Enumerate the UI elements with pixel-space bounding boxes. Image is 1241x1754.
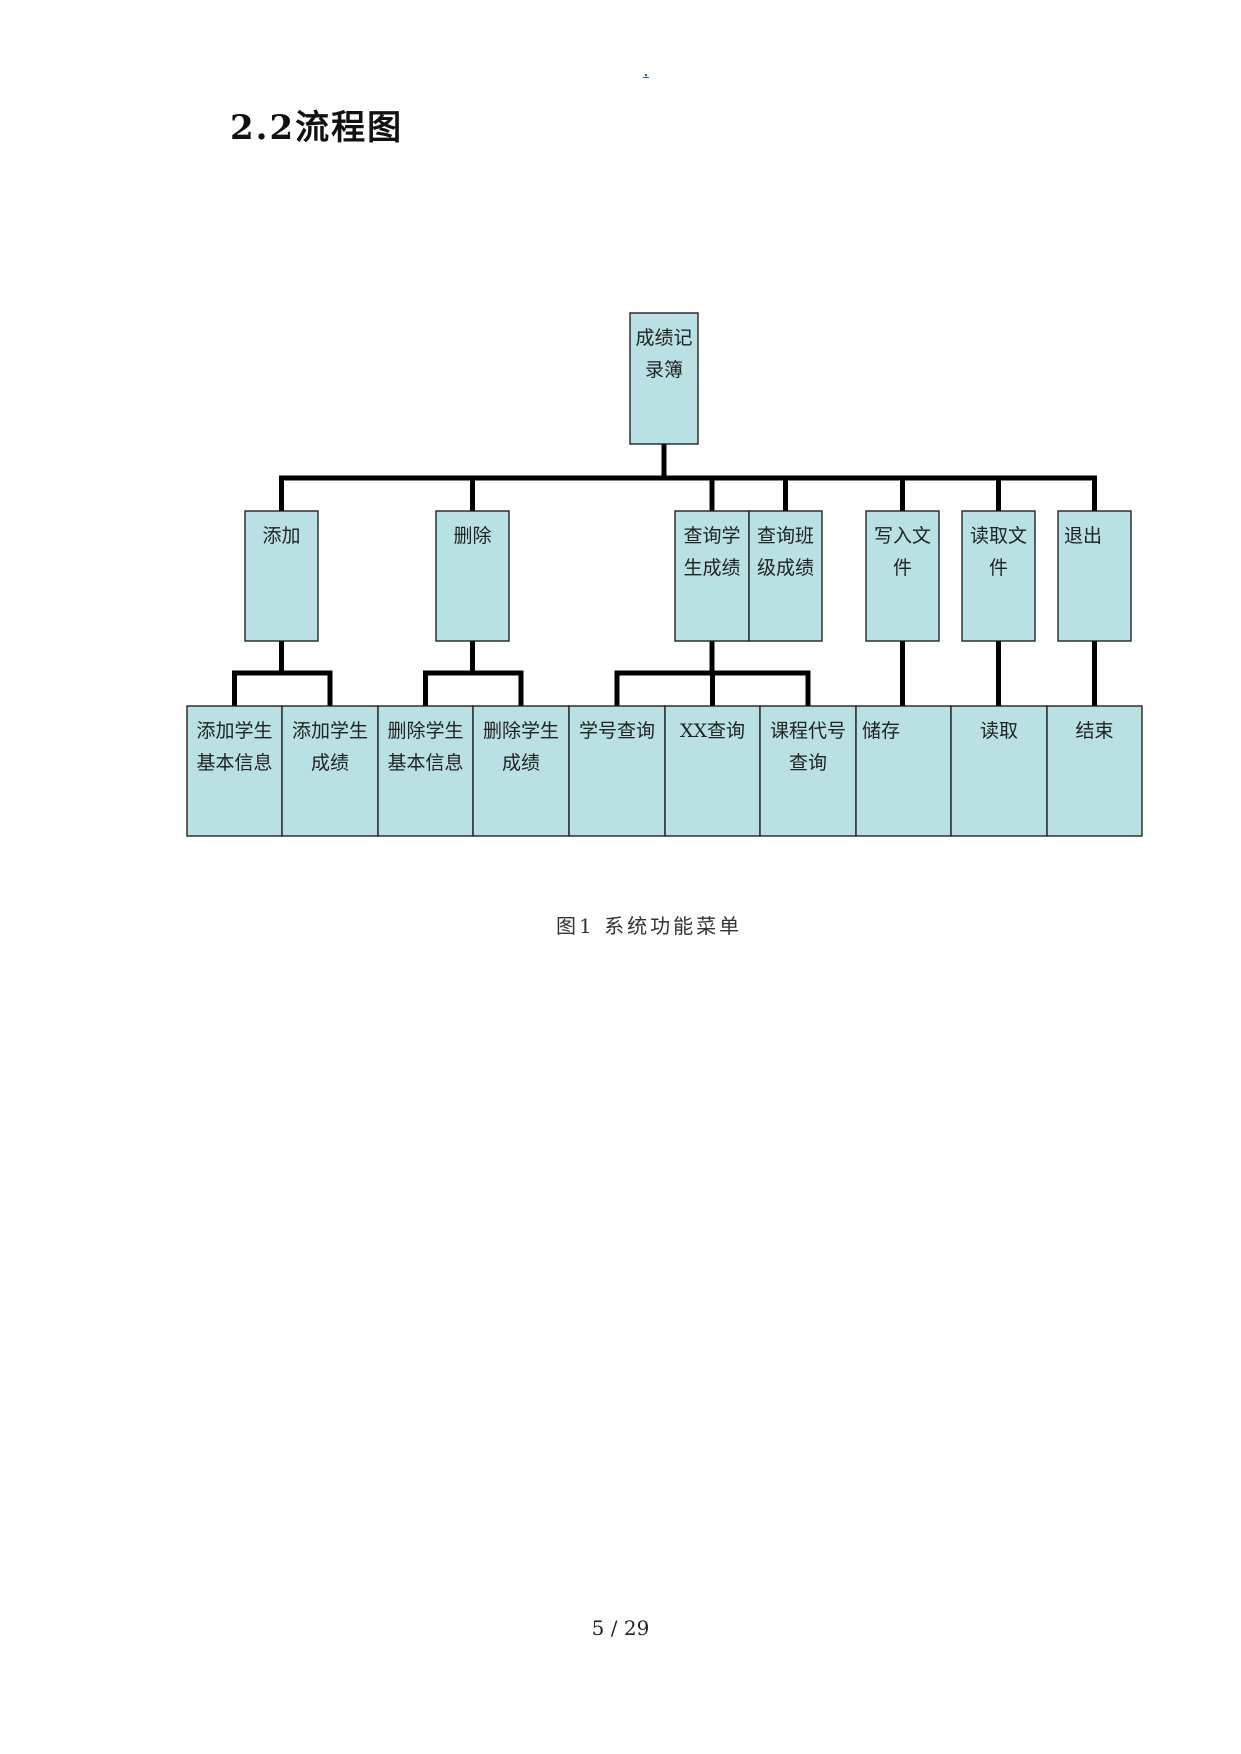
node-label-root: 成绩记 (635, 327, 692, 349)
node-box-exit (1057, 510, 1132, 642)
node-box-add (244, 510, 319, 642)
node-box-q2 (664, 705, 761, 837)
node-box-q3 (759, 705, 857, 837)
figure-caption: 图1 系统功能菜单 (556, 914, 743, 938)
page-top-mark: . (643, 60, 649, 81)
node-label-q3: 查询 (789, 752, 827, 774)
node-box-del (435, 510, 510, 642)
node-label-del: 删除 (453, 525, 491, 547)
node-box-del1 (377, 705, 474, 837)
node-label-q1: 学号查询 (579, 720, 655, 742)
connector-add-branch (232, 670, 333, 709)
node-box-q1 (568, 705, 666, 837)
node-box-add1 (186, 705, 283, 837)
node-box-qstu (674, 510, 750, 642)
node-label-qcls: 级成绩 (757, 557, 814, 579)
node-label-del2: 删除学生 (483, 720, 559, 742)
node-label-add1: 添加学生 (196, 720, 272, 742)
node-box-add2 (281, 705, 379, 837)
node-label-q2: XX查询 (680, 720, 745, 742)
node-label-q3: 课程代号 (770, 720, 846, 742)
node-label-root: 录簿 (645, 359, 683, 381)
node-label-del2: 成绩 (502, 752, 540, 774)
node-label-add1: 基本信息 (196, 752, 272, 774)
node-label-del1: 删除学生 (387, 720, 463, 742)
node-box-end (1046, 705, 1143, 837)
node-label-del1: 基本信息 (387, 752, 463, 774)
node-box-del2 (472, 705, 570, 837)
node-label-end: 结束 (1075, 720, 1113, 742)
section-heading: 2.2流程图 (230, 108, 404, 148)
node-label-exit: 退出 (1064, 525, 1102, 547)
node-label-qstu: 生成绩 (683, 557, 740, 579)
node-label-read: 读取文 (970, 525, 1027, 547)
node-label-qstu: 查询学 (683, 525, 740, 547)
node-label-write: 写入文 (874, 525, 931, 547)
node-label-add: 添加 (262, 525, 300, 547)
node-label-qcls: 查询班 (757, 525, 814, 547)
node-box-write (865, 510, 940, 642)
node-label-write: 件 (893, 557, 912, 579)
node-box-rd (950, 705, 1048, 837)
node-box-read (961, 510, 1036, 642)
page-number: 5 / 29 (591, 1616, 650, 1640)
node-box-root (629, 312, 699, 445)
node-label-add2: 添加学生 (292, 720, 368, 742)
node-label-save: 储存 (862, 720, 900, 742)
node-label-rd: 读取 (980, 720, 1018, 742)
connector-del-branch (423, 670, 524, 709)
node-label-read: 件 (989, 557, 1008, 579)
node-box-save (855, 705, 952, 837)
node-label-add2: 成绩 (311, 752, 349, 774)
node-box-qcls (748, 510, 823, 642)
